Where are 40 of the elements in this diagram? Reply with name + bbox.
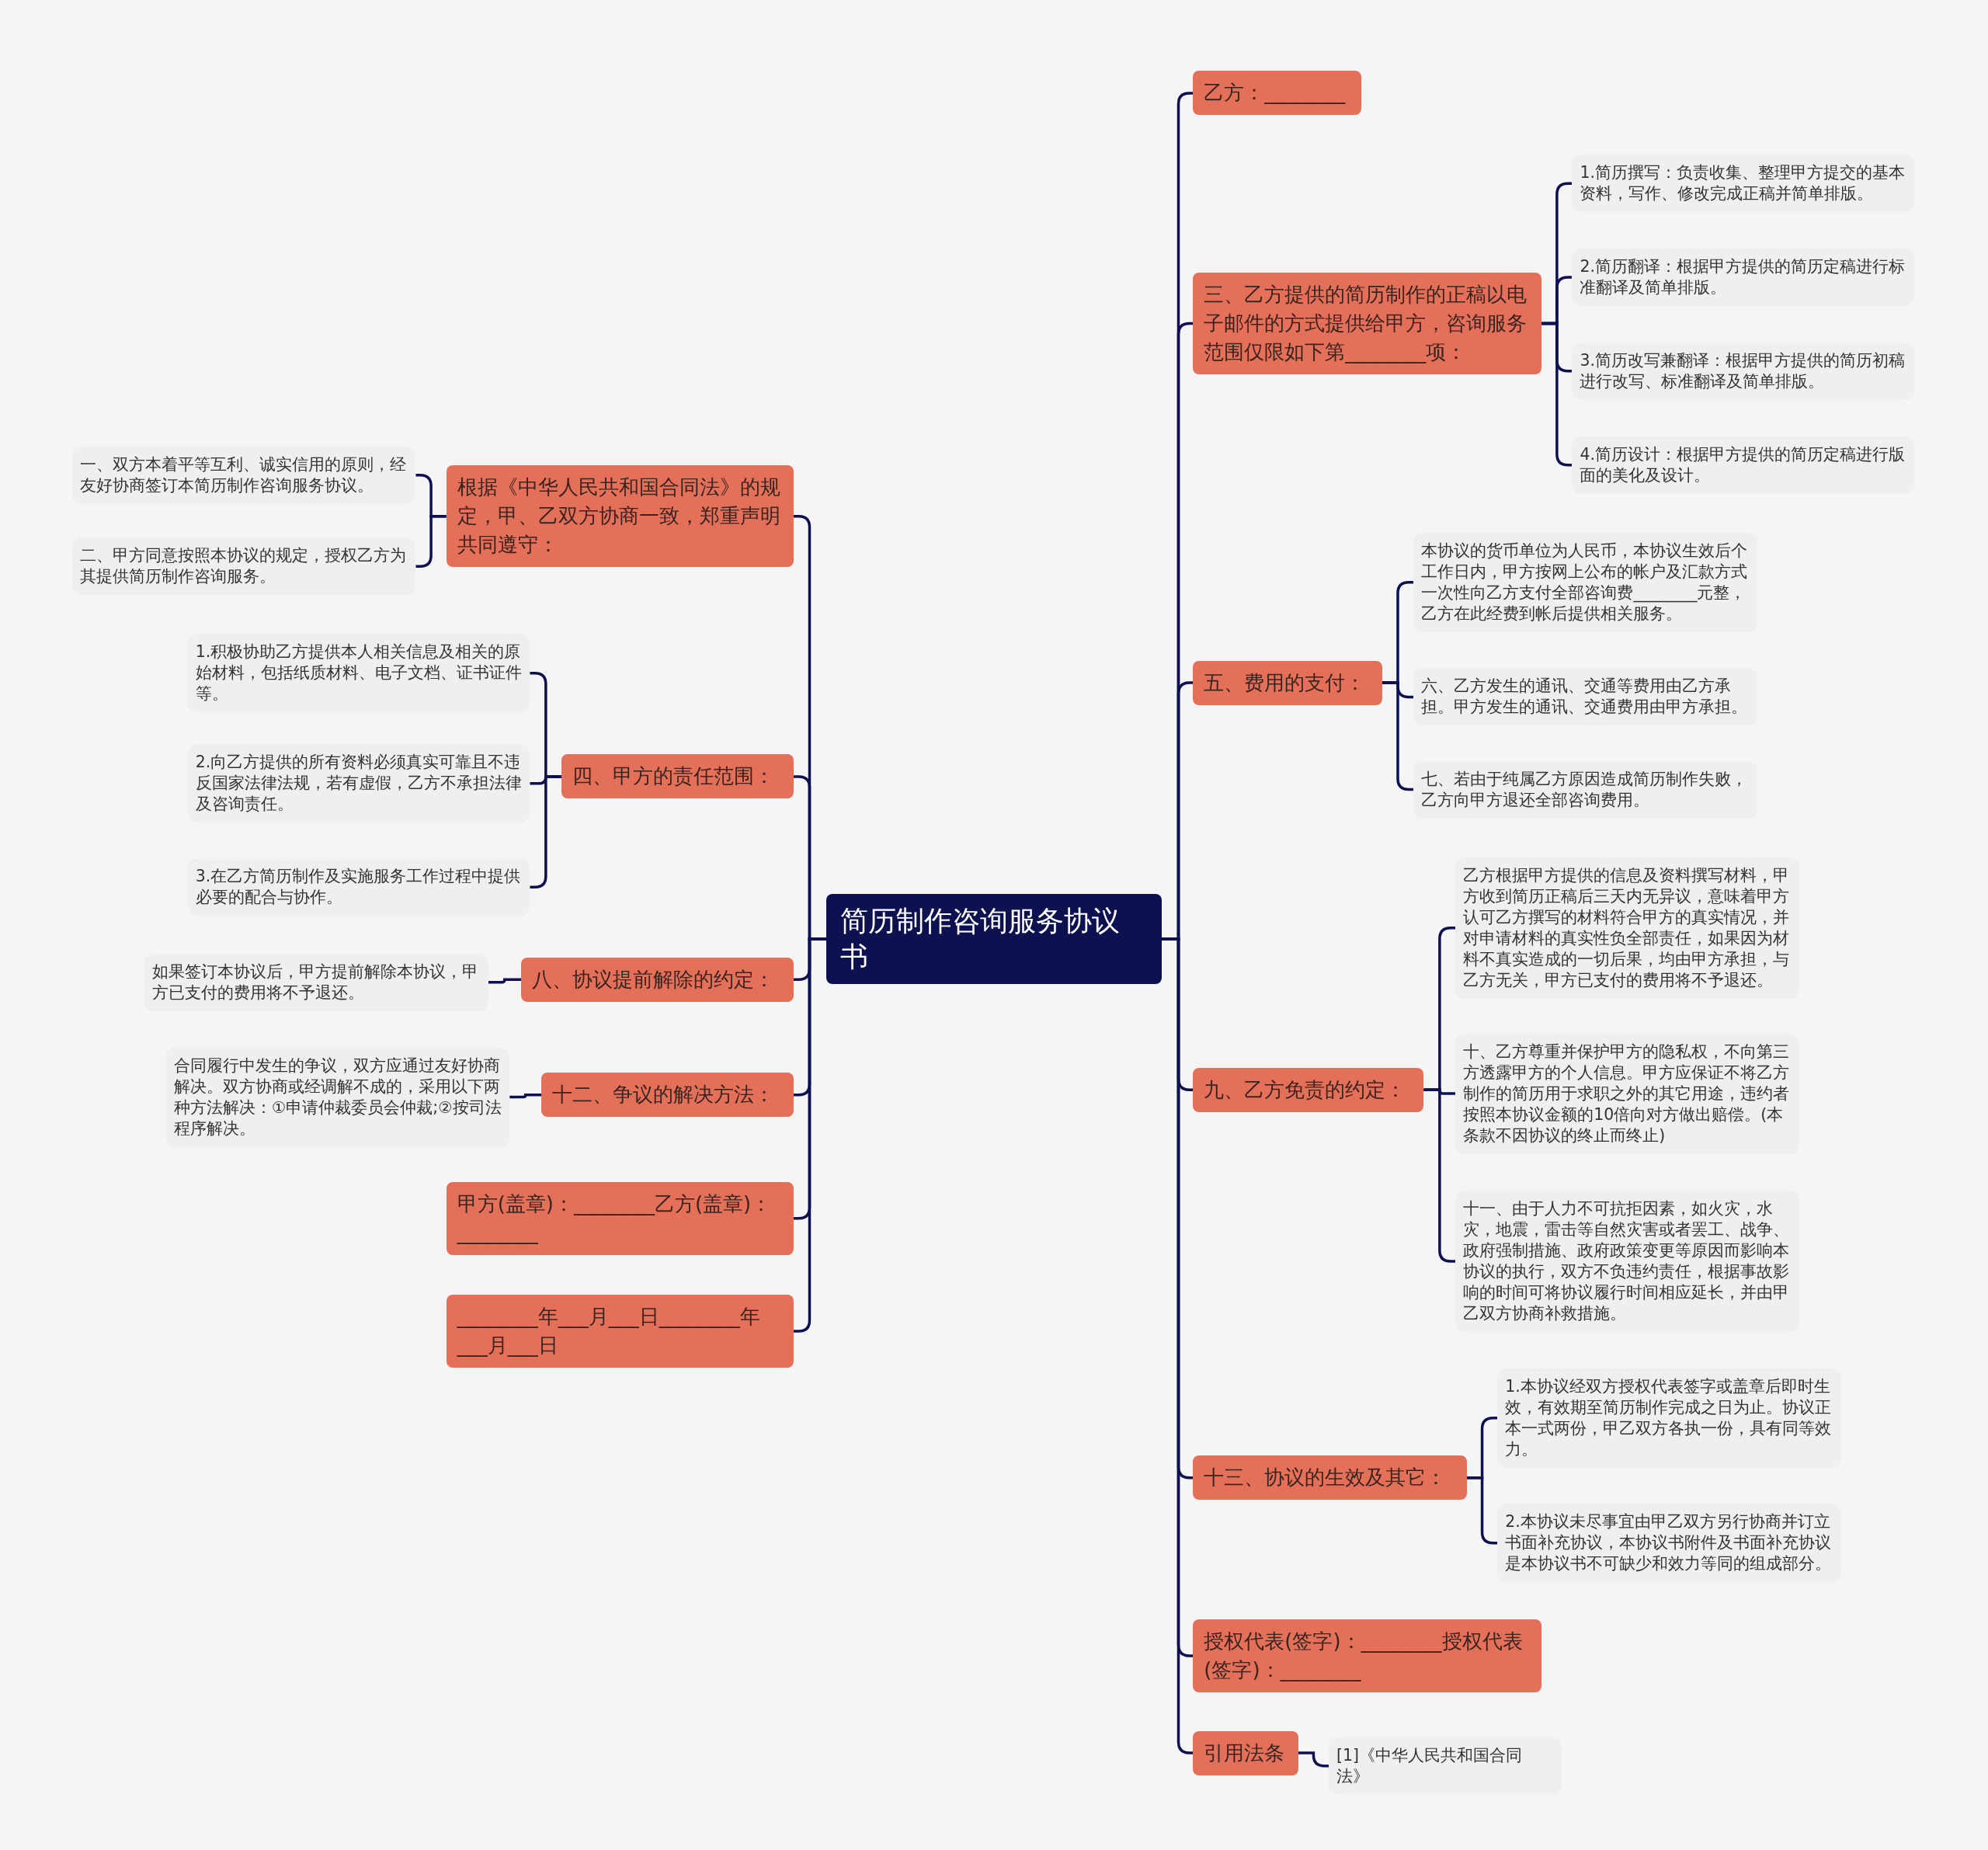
topic-box: 十三、协议的生效及其它： [1193,1455,1467,1501]
subtopic-box: 1.本协议经双方授权代表签字或盖章后即时生效，有效期至简历制作完成之日为止。协议正本一式两份，甲乙双方各执一份，具有同等效力。 [1497,1368,1841,1468]
connector-line [488,978,521,984]
subtopic-box: 十一、由于人力不可抗拒因素，如火灾，水灾，地震，雷击等自然灾害或者罢工、战争、政府强制措施、政府政策变更等原因而影响本协议的执行，双方不负违约责任，根据事故影响的时间可将协议履行时间相应延长，并由甲乙双方协商补救措施。 [1455,1191,1799,1333]
connector-line [1298,1751,1329,1768]
subtopic-box: 合同履行中发生的争议，双方应通过友好协商解决。双方协商或经调解不成的，采用以下两种方法解决：①申请仲裁委员会仲裁;②按司法程序解决。 [165,1047,510,1147]
topic-box: 十二、争议的解决方法： [541,1073,794,1118]
connector-line [1541,322,1573,467]
topic-box: 乙方：________ [1193,71,1362,116]
subtopic-box: 乙方根据甲方提供的信息及资料撰写材料，甲方收到简历正稿后三天内无异议，意味着甲方认可乙方撰写的材料符合甲方的真实情况，并对申请材料的真实性负全部责任，如果因为材料不真实造成的一切后果，均由甲方承担，与乙方无关，甲方已支付的费用将不予退还。 [1455,857,1799,999]
subtopic-box: 3.在乙方简历制作及实施服务工作过程中提供必要的配合与协作。 [187,858,530,916]
topic-box: 甲方(盖章)：________乙方(盖章)：________ [446,1181,794,1255]
connector-line [530,775,562,889]
subtopic-box: 一、双方本着平等互利、诚实信用的原则，经友好协商签订本简历制作咨询服务协议。 [72,446,416,504]
subtopic-box: 2.简历翻译：根据甲方提供的简历定稿进行标准翻译及简单排版。 [1572,249,1915,306]
subtopic-box: 4.简历设计：根据甲方提供的简历定稿进行版面的美化及设计。 [1572,436,1915,494]
subtopic-box: [1]《中华人民共和国合同法》 [1329,1737,1562,1795]
subtopic-box: 2.本协议未尽事宜由甲乙双方另行协商并订立书面补充协议，本协议书附件及书面补充协议是本协议书不可缺少和效力等同的组成部分。 [1497,1504,1841,1583]
connector-line [1382,681,1414,791]
topic-box: ________年___月___日________年___月___日 [446,1294,794,1368]
topic-box: 五、费用的支付： [1193,660,1382,705]
subtopic-box: 十、乙方尊重并保护甲方的隐私权，不向第三方透露甲方的个人信息。甲方应保证不将乙方制作的简历用于求职之外的其它用途，违约者按照本协议金额的10倍向对方做出赔偿。(本条款不因协议的终止而终止) [1455,1033,1799,1154]
subtopic-box: 2.向乙方提供的所有资料必须真实可靠且不违反国家法律法规，若有虚假，乙方不承担法律及咨询责任。 [187,744,530,823]
topic-box: 三、乙方提供的简历制作的正稿以电子邮件的方式提供给甲方，咨询服务范围仅限如下第________项： [1193,273,1542,374]
subtopic-box: 1.简历撰写：负责收集、整理甲方提交的基本资料，写作、修改完成正稿并简单排版。 [1572,155,1915,213]
subtopic-box: 1.积极协助乙方提供本人相关信息及相关的原始材料，包括纸质材料、电子文档、证书证件等。 [187,634,530,713]
topic-box: 八、协议提前解除的约定： [521,957,794,1002]
topic-box: 引用法条 [1193,1730,1298,1775]
topic-box: 根据《中华人民共和国合同法》的规定，甲、乙双方协商一致，郑重声明共同遵守： [446,465,794,568]
central-topic-box: 简历制作咨询服务协议书 [826,894,1162,984]
connector-line [509,1093,542,1099]
subtopic-box: 如果签订本协议后，甲方提前解除本协议，甲方已支付的费用将不予退还。 [144,953,488,1011]
subtopic-box: 二、甲方同意按照本协议的规定，授权乙方为其提供简历制作咨询服务。 [72,537,416,596]
topic-box: 授权代表(签字)：________授权代表(签字)：________ [1193,1619,1542,1692]
topic-box: 四、甲方的责任范围： [561,754,794,799]
subtopic-box: 3.简历改写兼翻译：根据甲方提供的简历初稿进行改写、标准翻译及简单排版。 [1572,342,1915,400]
subtopic-box: 七、若由于纯属乙方原因造成简历制作失败，乙方向甲方退还全部咨询费用。 [1413,760,1757,819]
topic-box: 九、乙方免责的约定： [1193,1067,1424,1112]
subtopic-box: 六、乙方发生的通讯、交通等费用由乙方承担。甲方发生的通讯、交通费用由甲方承担。 [1413,668,1757,726]
subtopic-box: 本协议的货币单位为人民币，本协议生效后个工作日内，甲方按网上公布的帐户及汇款方式一次性向乙方支付全部咨询费________元整，乙方在此经费到帐后提供相关服务。 [1413,532,1757,632]
